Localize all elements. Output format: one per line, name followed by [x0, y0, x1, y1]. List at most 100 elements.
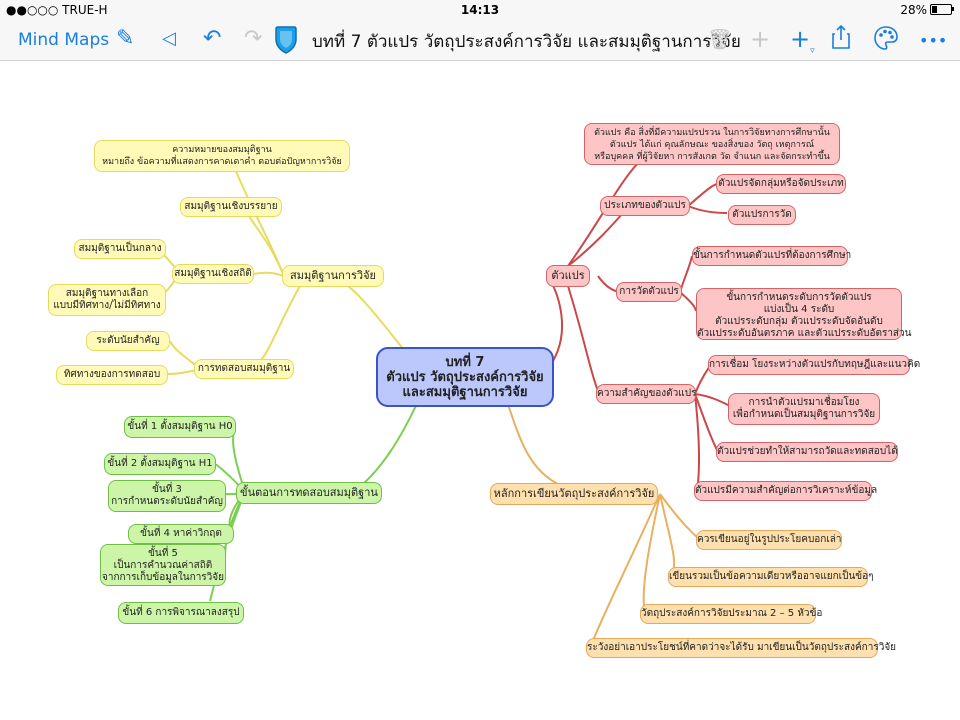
- node-line: ตัวแปรระดับกลุ่ม ตัวแปรระดับจัดอันดับ: [715, 316, 883, 327]
- topic-variables[interactable]: ตัวแปร: [546, 265, 590, 287]
- node-line: การนำตัวแปรมาเชื่อมโยง: [748, 397, 860, 408]
- node-importance-theory-link[interactable]: การเชื่อม โยงระหว่างตัวแปรกับทฤษฎีและแนว…: [708, 355, 921, 375]
- mindmap-canvas[interactable]: บทที่ 7 ตัวแปร วัตถุประสงค์การวิจัย และส…: [0, 61, 960, 720]
- node-label: ขั้นที่ 1 ตั้งสมมุติฐาน H0: [127, 421, 233, 432]
- node-importance-hypothesis-link[interactable]: การนำตัวแปรมาเชื่อมโยง เพื่อกำหนดเป็นสมม…: [728, 393, 880, 425]
- battery-status: 28%: [900, 3, 954, 17]
- node-label: ความสำคัญของตัวแปร: [597, 388, 697, 399]
- node-label: ขั้นที่ 4 หาค่าวิกฤต: [140, 528, 222, 539]
- undo-icon[interactable]: ↶: [203, 26, 222, 51]
- node-alternative-hypothesis[interactable]: สมมุติฐานทางเลือก แบบมีทิศทาง/ไม่มีทิศทา…: [48, 284, 166, 316]
- node-line: เพื่อกำหนดเป็นสมมุติฐานการวิจัย: [732, 409, 876, 420]
- clock: 14:13: [460, 3, 500, 17]
- node-line: ตัวแปรระดับอันตรภาค และตัวแปรระดับอัตราส…: [697, 328, 912, 339]
- more-icon[interactable]: •••: [919, 31, 948, 50]
- node-importance-measurable[interactable]: ตัวแปรช่วยทำให้สามารถวัดและทดสอบได้: [716, 442, 898, 462]
- node-objective-combined[interactable]: เขียนรวมเป็นข้อความเดียวหรืออาจแยกเป็นข้…: [668, 567, 874, 587]
- node-shape-icon[interactable]: [274, 26, 298, 54]
- node-label: สมมุติฐานเชิงบรรยาย: [184, 201, 278, 212]
- node-step-2[interactable]: ขั้นที่ 2 ตั้งสมมุติฐาน H1: [104, 453, 216, 475]
- toolbar: Mind Maps ✎ ◁ ↶ ↷ บทที่ 7 ตัวแปร วัตถุปร…: [0, 20, 960, 61]
- status-bar: ●●○○○ TRUE-H 14:13 28%: [0, 0, 960, 20]
- node-label: ขั้นการกำหนดตัวแปรที่ต้องการศึกษา: [693, 250, 852, 261]
- topic-label: หลักการเขียนวัตถุประสงค์การวิจัย: [493, 487, 655, 500]
- node-label: ตัวแปรจัดกลุ่มหรือจัดประเภท: [718, 178, 844, 189]
- central-topic-line: บทที่ 7: [445, 355, 485, 370]
- node-label: เขียนรวมเป็นข้อความเดียวหรืออาจแยกเป็นข้…: [669, 571, 874, 582]
- node-line: ขั้นที่ 3: [152, 484, 182, 495]
- back-to-mind-maps-button[interactable]: Mind Maps: [18, 30, 110, 50]
- node-step-4[interactable]: ขั้นที่ 4 หาค่าวิกฤต: [128, 524, 234, 544]
- add-child-icon[interactable]: +▿: [790, 25, 815, 56]
- node-label: ขั้นที่ 2 ตั้งสมมุติฐาน H1: [107, 458, 213, 469]
- node-label: ตัวแปรการวัด: [732, 209, 792, 220]
- node-objective-affirmative[interactable]: ควรเขียนอยู่ในรูปประโยคบอกเล่า: [696, 530, 842, 550]
- node-descriptive-hypothesis[interactable]: สมมุติฐานเชิงบรรยาย: [180, 197, 282, 217]
- node-line: สมมุติฐานทางเลือก: [65, 288, 149, 299]
- node-test-direction[interactable]: ทิศทางของการทดสอบ: [56, 365, 168, 385]
- node-label: วัตถุประสงค์การวิจัยประมาณ 2 – 5 หัวข้อ: [641, 608, 823, 619]
- node-null-hypothesis[interactable]: สมมุติฐานเป็นกลาง: [74, 239, 166, 259]
- node-label: ตัวแปรช่วยทำให้สามารถวัดและทดสอบได้: [717, 446, 898, 457]
- topic-label: ขั้นตอนการทดสอบสมมุติฐาน: [240, 486, 378, 499]
- node-line: ตัวแปร คือ สิ่งที่มีความแปรปรวน ในการวิจ…: [594, 128, 830, 138]
- node-label: ระดับนัยสำคัญ: [96, 335, 160, 346]
- topic-label: สมมุติฐานการวิจัย: [290, 269, 376, 282]
- node-line: หรือบุคคล ที่ผู้วิจัยหา การสังเกต วัด จำ…: [594, 152, 830, 162]
- node-step-3[interactable]: ขั้นที่ 3 การกำหนดระดับนัยสำคัญ: [108, 480, 226, 512]
- central-topic[interactable]: บทที่ 7 ตัวแปร วัตถุประสงค์การวิจัย และส…: [376, 347, 554, 407]
- node-objective-count[interactable]: วัตถุประสงค์การวิจัยประมาณ 2 – 5 หัวข้อ: [640, 604, 823, 624]
- document-title[interactable]: บทที่ 7 ตัวแปร วัตถุประสงค์การวิจัย และส…: [312, 32, 741, 52]
- node-line: จากการเก็บข้อมูลในการวิจัย: [101, 572, 225, 583]
- node-label: สมมุติฐานเชิงสถิติ: [174, 268, 252, 279]
- topic-label: ตัวแปร: [551, 269, 585, 282]
- redo-icon[interactable]: ↷: [244, 26, 263, 51]
- node-line: ความหมายของสมมุติฐาน: [172, 145, 272, 155]
- topic-hypothesis[interactable]: สมมุติฐานการวิจัย: [282, 265, 384, 287]
- carrier-signal: ●●○○○ TRUE-H: [6, 3, 108, 17]
- add-icon[interactable]: +: [750, 25, 771, 53]
- node-label: ทิศทางของการทดสอบ: [63, 369, 161, 380]
- battery-icon: [930, 4, 954, 15]
- node-label: การเชื่อม โยงระหว่างตัวแปรกับทฤษฎีและแนว…: [709, 359, 921, 370]
- battery-percent: 28%: [900, 3, 927, 17]
- node-grouping-variable[interactable]: ตัวแปรจัดกลุ่มหรือจัดประเภท: [716, 174, 846, 194]
- node-step-6[interactable]: ขั้นที่ 6 การพิจารณาลงสรุป: [118, 602, 244, 624]
- node-hypothesis-testing[interactable]: การทดสอบสมมุติฐาน: [194, 359, 294, 379]
- central-topic-line: และสมมุติฐานการวิจัย: [402, 385, 528, 400]
- node-measurement-levels[interactable]: ขั้นการกำหนดระดับการวัดตัวแปร แบ่งเป็น 4…: [696, 288, 912, 340]
- share-icon[interactable]: [831, 24, 851, 56]
- previous-icon[interactable]: ◁: [162, 28, 176, 49]
- node-label: ประเภทของตัวแปร: [604, 200, 686, 211]
- edit-icon[interactable]: ✎: [116, 26, 135, 51]
- node-statistical-hypothesis[interactable]: สมมุติฐานเชิงสถิติ: [172, 264, 254, 284]
- node-step-5[interactable]: ขั้นที่ 5 เป็นการคำนวณค่าสถิติ จากการเก็…: [100, 544, 226, 586]
- node-define-study-variables[interactable]: ขั้นการกำหนดตัวแปรที่ต้องการศึกษา: [692, 246, 852, 266]
- node-line: การกำหนดระดับนัยสำคัญ: [111, 496, 223, 507]
- node-step-1[interactable]: ขั้นที่ 1 ตั้งสมมุติฐาน H0: [124, 416, 236, 438]
- node-measured-variable[interactable]: ตัวแปรการวัด: [728, 205, 796, 225]
- central-topic-line: ตัวแปร วัตถุประสงค์การวิจัย: [386, 370, 544, 385]
- node-line: แบ่งเป็น 4 ระดับ: [763, 304, 835, 315]
- topic-objective-writing[interactable]: หลักการเขียนวัตถุประสงค์การวิจัย: [490, 483, 658, 505]
- node-significance-level[interactable]: ระดับนัยสำคัญ: [86, 331, 170, 351]
- node-line: เป็นการคำนวณค่าสถิติ: [113, 560, 213, 571]
- node-variable-definition[interactable]: ตัวแปร คือ สิ่งที่มีความแปรปรวน ในการวิจ…: [584, 123, 840, 165]
- node-label: ระวังอย่าเอาประโยชน์ที่คาดว่าจะได้รับ มา…: [587, 642, 897, 653]
- node-label: สมมุติฐานเป็นกลาง: [78, 243, 162, 254]
- node-importance-analysis[interactable]: ตัวแปรมีความสำคัญต่อการวิเคราะห์ข้อมูล: [694, 481, 878, 501]
- node-label: การวัดตัวแปร: [619, 286, 679, 297]
- node-variable-types[interactable]: ประเภทของตัวแปร: [600, 196, 690, 216]
- node-label: การทดสอบสมมุติฐาน: [197, 363, 291, 374]
- trash-icon[interactable]: 🗑: [707, 27, 733, 51]
- node-line: ตัวแปร ได้แก่ คุณลักษณะ ของสิ่งของ วัตถุ…: [609, 140, 815, 150]
- node-line: ขั้นที่ 5: [148, 548, 178, 559]
- node-variable-measurement[interactable]: การวัดตัวแปร: [616, 282, 682, 302]
- palette-icon[interactable]: [873, 25, 899, 57]
- node-variable-importance[interactable]: ความสำคัญของตัวแปร: [596, 384, 696, 404]
- node-objective-caution[interactable]: ระวังอย่าเอาประโยชน์ที่คาดว่าจะได้รับ มา…: [586, 638, 897, 658]
- topic-testing-steps[interactable]: ขั้นตอนการทดสอบสมมุติฐาน: [236, 482, 382, 504]
- node-label: ควรเขียนอยู่ในรูปประโยคบอกเล่า: [697, 534, 842, 545]
- node-hypothesis-meaning[interactable]: ความหมายของสมมุติฐาน หมายถึง ข้อความที่แ…: [94, 140, 350, 172]
- node-label: ตัวแปรมีความสำคัญต่อการวิเคราะห์ข้อมูล: [695, 485, 878, 496]
